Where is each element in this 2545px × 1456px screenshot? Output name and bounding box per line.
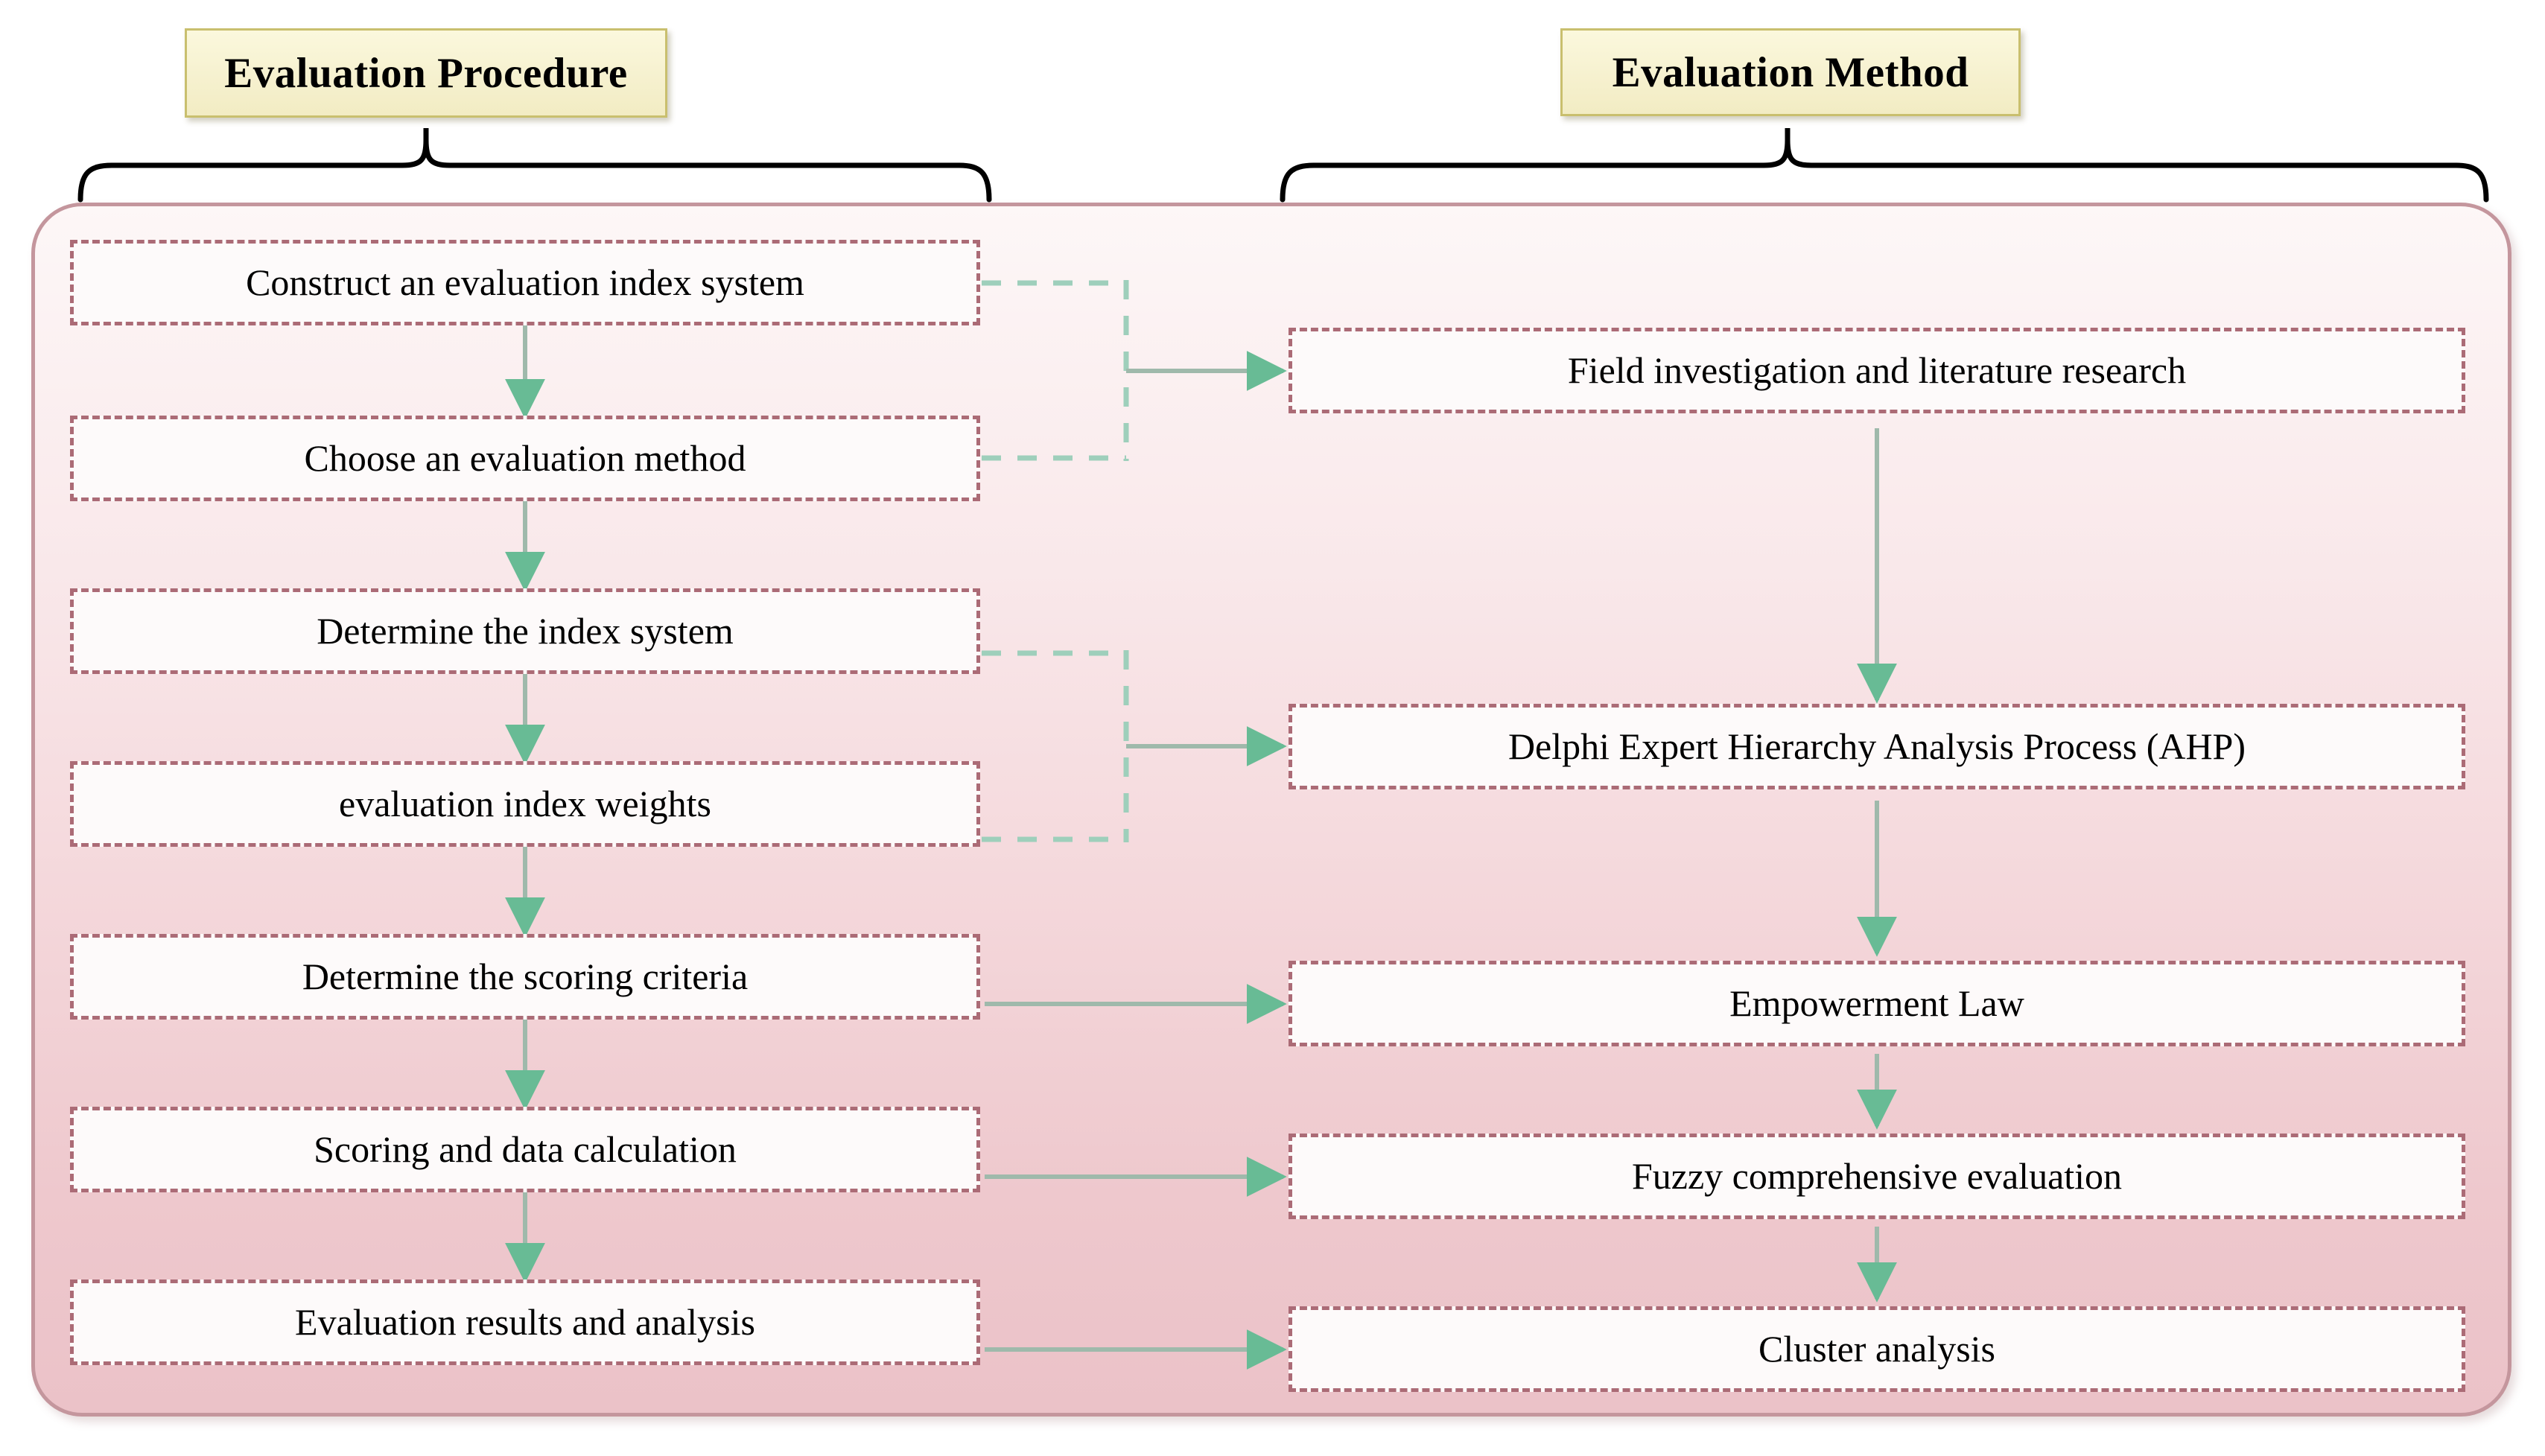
node-fuzzy-evaluation[interactable]: Fuzzy comprehensive evaluation [1289,1134,2465,1219]
node-index-weights[interactable]: evaluation index weights [70,761,980,847]
brace-procedure [77,128,992,203]
header-evaluation-method: Evaluation Method [1560,28,2021,116]
node-delphi-ahp[interactable]: Delphi Expert Hierarchy Analysis Process… [1289,704,2465,789]
node-field-literature[interactable]: Field investigation and literature resea… [1289,328,2465,413]
node-choose-method[interactable]: Choose an evaluation method [70,416,980,501]
node-determine-index-system[interactable]: Determine the index system [70,588,980,674]
brace-method [1280,128,2489,203]
header-evaluation-procedure: Evaluation Procedure [185,28,667,118]
node-cluster-analysis[interactable]: Cluster analysis [1289,1306,2465,1392]
node-construct-index-system[interactable]: Construct an evaluation index system [70,240,980,325]
node-scoring-calculation[interactable]: Scoring and data calculation [70,1107,980,1192]
node-empowerment-law[interactable]: Empowerment Law [1289,961,2465,1046]
node-scoring-criteria[interactable]: Determine the scoring criteria [70,934,980,1020]
node-results-analysis[interactable]: Evaluation results and analysis [70,1279,980,1365]
